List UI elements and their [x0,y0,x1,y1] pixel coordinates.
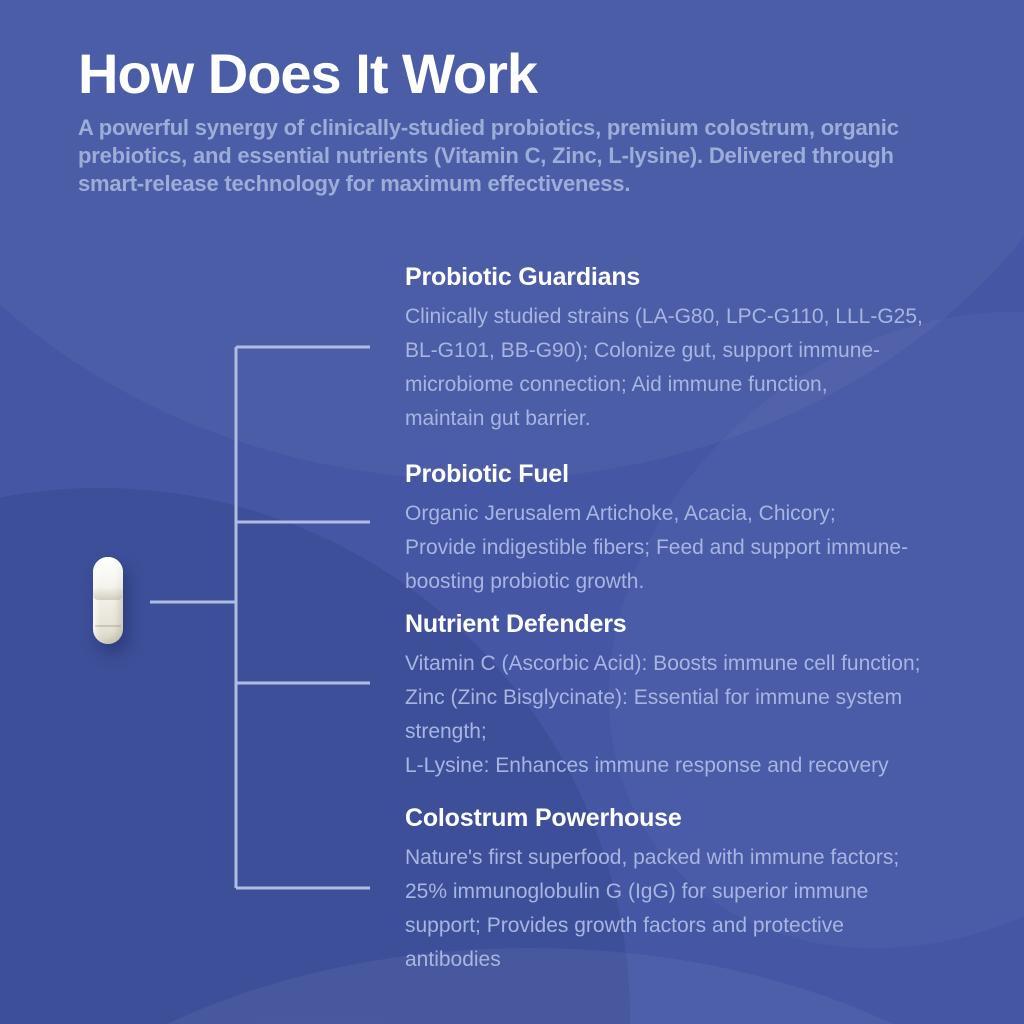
feature-probiotic-fuel: Probiotic Fuel Organic Jerusalem Articho… [405,459,1005,599]
feature-probiotic-guardians: Probiotic Guardians Clinically studied s… [405,262,1005,436]
feature-heading: Probiotic Fuel [405,460,569,488]
feature-heading: Probiotic Guardians [405,263,641,291]
feature-description: Vitamin C (Ascorbic Acid): Boosts immune… [405,652,921,777]
feature-description: Clinically studied strains (LA-G80, LPC-… [405,305,923,430]
capsule-image [93,557,123,644]
page-subtitle: A powerful synergy of clinically-studied… [78,115,899,196]
feature-heading: Colostrum Powerhouse [405,804,682,832]
feature-description: Nature's first superfood, packed with im… [405,846,900,971]
capsule-cap [93,557,123,600]
feature-heading: Nutrient Defenders [405,610,627,638]
feature-colostrum-powerhouse: Colostrum Powerhouse Nature's first supe… [405,803,1005,977]
feature-description: Organic Jerusalem Artichoke, Acacia, Chi… [405,502,909,593]
feature-nutrient-defenders: Nutrient Defenders Vitamin C (Ascorbic A… [405,609,1005,783]
capsule-seam [95,625,121,627]
page-title: How Does It Work [78,42,538,105]
